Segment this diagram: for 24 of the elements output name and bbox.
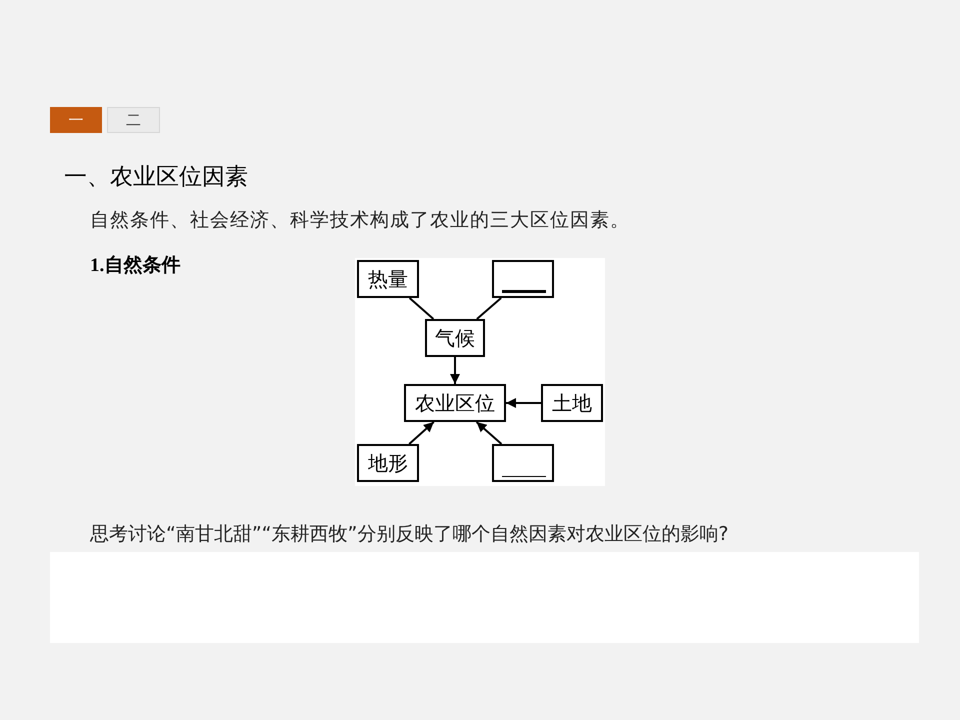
box-label: 热量 <box>368 266 408 293</box>
arrow <box>408 421 434 445</box>
arrow <box>476 421 502 445</box>
box-label: 气候 <box>435 325 475 352</box>
factor-box <box>357 444 419 482</box>
box-label: 农业区位 <box>415 390 495 417</box>
paragraph: 自然条件、社会经济、科学技术构成了农业的三大区位因素。 <box>90 208 630 233</box>
factor-box <box>541 384 603 422</box>
box-label: 地形 <box>368 450 408 477</box>
tab: 二 <box>107 107 160 133</box>
blank-box <box>492 444 554 482</box>
box-label: 土地 <box>552 390 592 417</box>
heading: 一、农业区位因素 <box>64 163 248 192</box>
question-text: 思考讨论“南甘北甜”“东耕西牧”分别反映了哪个自然因素对农业区位的影响? <box>90 522 728 547</box>
factor-box <box>357 260 419 298</box>
arrow <box>506 398 541 408</box>
arrow <box>450 357 460 384</box>
connector-line <box>476 297 502 320</box>
factor-box <box>404 384 506 422</box>
factor-box <box>425 319 485 357</box>
connector-line <box>408 297 434 320</box>
blank-box <box>492 260 554 298</box>
subheading: 1.自然条件 <box>90 254 180 278</box>
active-tab: 一 <box>50 107 102 133</box>
